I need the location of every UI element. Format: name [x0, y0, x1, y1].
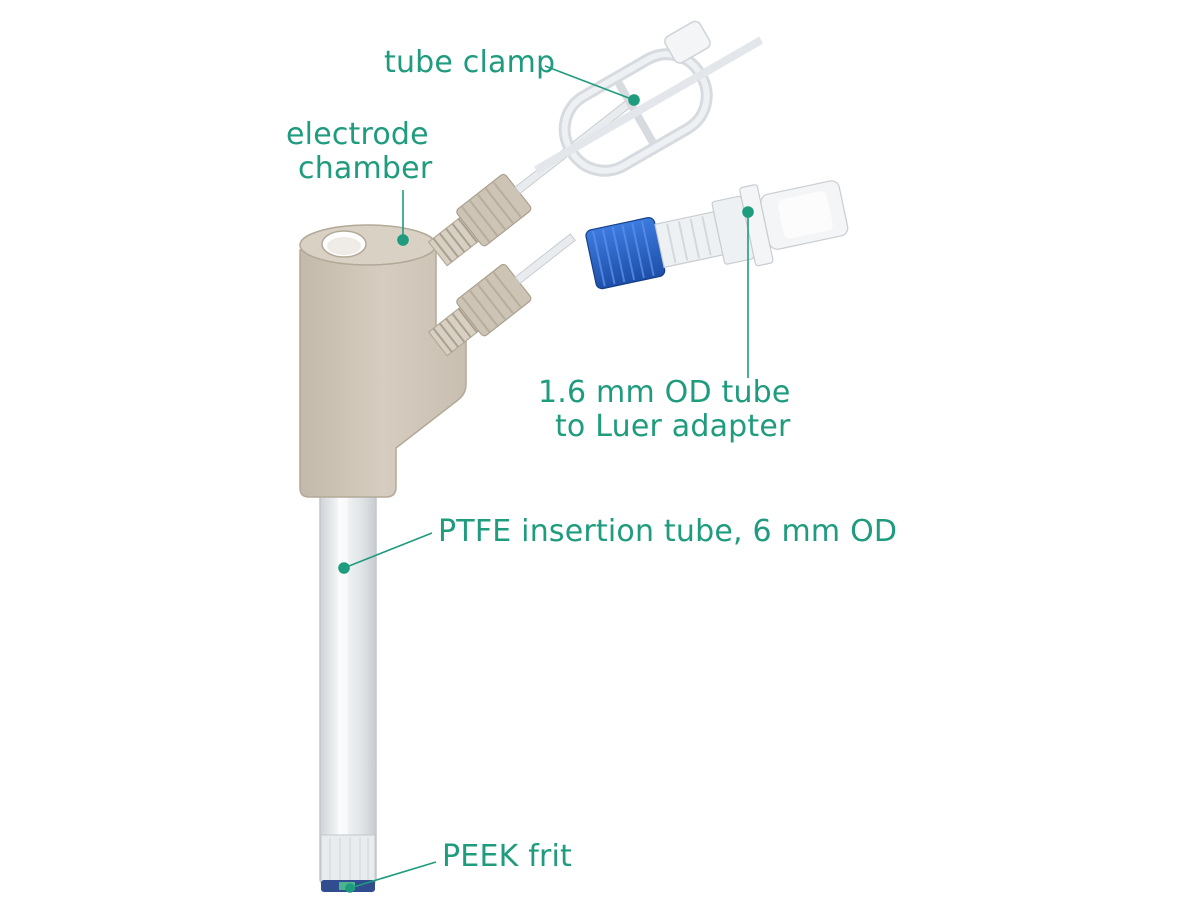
ptfe-insertion-tube	[319, 489, 377, 886]
lower-fitting	[427, 233, 576, 357]
luer-adapter	[585, 180, 849, 290]
label-insertion-tube-text: PTFE insertion tube, 6 mm OD	[438, 514, 898, 549]
leader-dot-luer-adapter	[742, 206, 754, 218]
label-tube-clamp-text: tube clamp	[384, 45, 556, 80]
label-peek-frit-text: PEEK frit	[442, 839, 573, 874]
label-luer-adapter-line2: to Luer adapter	[554, 409, 791, 444]
leader-dot-peek-frit	[345, 883, 355, 893]
tube-clamp	[534, 20, 764, 177]
label-electrode-chamber-line1: electrode	[286, 117, 429, 152]
label-peek-frit: PEEK frit	[442, 840, 572, 874]
label-electrode-chamber-line2: chamber	[298, 151, 433, 186]
leader-dot-insertion-tube	[338, 562, 350, 574]
label-luer-adapter-line1: 1.6 mm OD tube	[538, 375, 791, 410]
label-electrode-chamber: electrode chamber	[286, 118, 432, 186]
leader-insertion-tube	[343, 532, 433, 569]
label-insertion-tube: PTFE insertion tube, 6 mm OD	[438, 515, 897, 549]
leader-tube-clamp	[544, 65, 635, 101]
leader-lines	[338, 65, 754, 893]
electrode-chamber-body	[299, 224, 467, 498]
leader-dot-electrode-chamber	[397, 234, 409, 246]
label-tube-clamp: tube clamp	[384, 46, 555, 80]
leader-dot-tube-clamp	[628, 94, 640, 106]
leader-peek-frit	[349, 861, 437, 889]
label-luer-adapter: 1.6 mm OD tube to Luer adapter	[538, 376, 791, 444]
